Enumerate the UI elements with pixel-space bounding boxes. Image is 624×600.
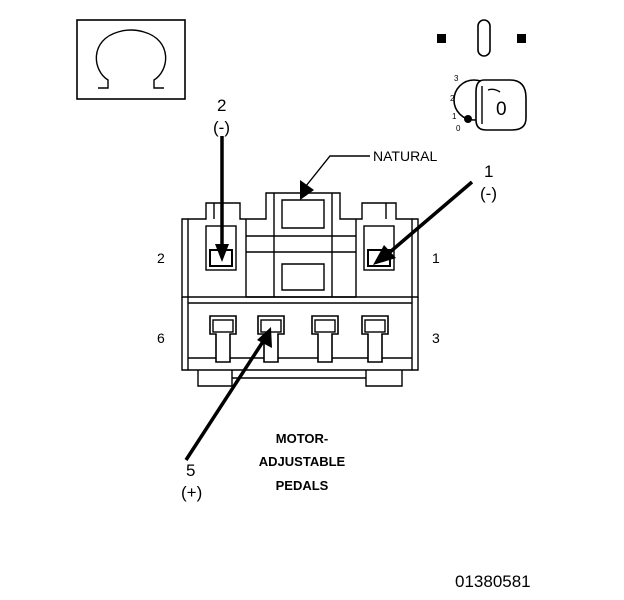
caption-line2: ADJUSTABLE bbox=[259, 454, 346, 469]
natural-label: NATURAL bbox=[373, 148, 438, 164]
ignition-position-3: 3 bbox=[454, 74, 459, 83]
key-icon: 3 2 1 0 0 bbox=[450, 74, 527, 133]
probe-arrow-pin2 bbox=[215, 136, 229, 262]
caption-line1: MOTOR- bbox=[276, 431, 328, 446]
pin2-polarity: (-) bbox=[213, 118, 230, 137]
pin1-number: 1 bbox=[484, 162, 493, 181]
probe-arrow-pin1 bbox=[373, 180, 474, 265]
cavity-3-label: 3 bbox=[432, 330, 440, 346]
probe-arrow-pin5 bbox=[184, 327, 272, 461]
ignition-off-icon bbox=[437, 19, 526, 57]
pin1-polarity: (-) bbox=[480, 184, 497, 203]
ignition-position-2: 2 bbox=[450, 94, 455, 103]
pin2-number: 2 bbox=[217, 96, 226, 115]
pin5-number: 5 bbox=[186, 461, 195, 480]
cavity-1-label: 1 bbox=[432, 250, 440, 266]
natural-callout-leader bbox=[300, 155, 370, 200]
ohm-symbol-icon bbox=[76, 19, 186, 100]
key-label: 0 bbox=[496, 99, 507, 120]
figure-id: 01380581 bbox=[455, 572, 531, 591]
cavity-6-label: 6 bbox=[157, 330, 165, 346]
connector-icon bbox=[181, 192, 419, 387]
ignition-position-1: 1 bbox=[452, 112, 457, 121]
pin5-polarity: (+) bbox=[181, 483, 202, 502]
caption-line3: PEDALS bbox=[276, 478, 329, 493]
cavity-2-label: 2 bbox=[157, 250, 165, 266]
ignition-position-0: 0 bbox=[456, 124, 461, 133]
